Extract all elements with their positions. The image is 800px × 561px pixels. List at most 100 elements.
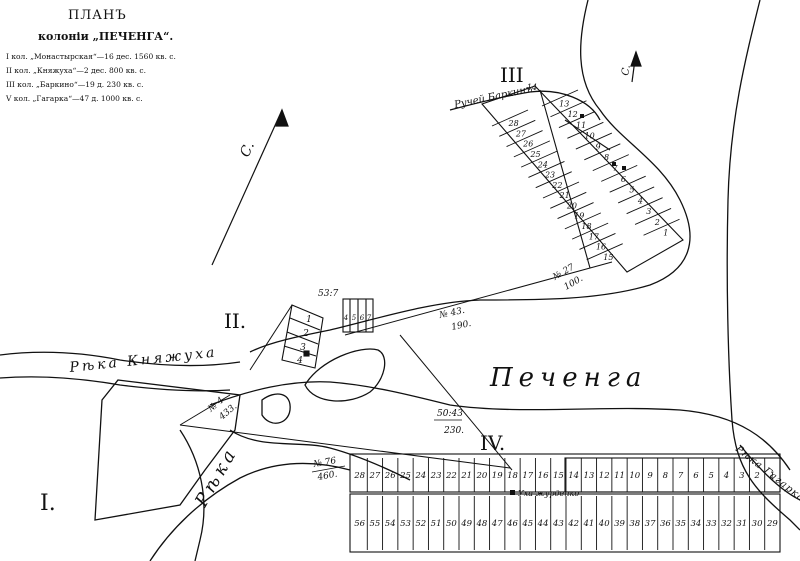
colony-III-right-plot-number: 8: [604, 153, 609, 162]
colony-IV-lower-plot-number: 48: [476, 519, 488, 529]
colony-IV-upper-plot-number: 18: [507, 471, 518, 481]
colony-IV-lower-plot-number: 29: [766, 519, 778, 529]
colony-III-left-plot-number: 17: [589, 232, 600, 241]
colony-IV-upper-plot-number: 4: [723, 471, 729, 481]
colony-II-block-number: 5: [352, 314, 357, 322]
colony-III-left-divider: [535, 171, 572, 189]
colony-III-left-divider: [513, 140, 551, 158]
legend-row-2: II кол. „Княжуха“—2 дес. 800 кв. с.: [6, 66, 146, 75]
colony-IV-upper-plot-number: 25: [399, 471, 411, 481]
colony-III-left-plot-number: 25: [529, 150, 540, 159]
colony-IV-lower-plot-number: 38: [629, 519, 640, 529]
colony-IV-lower-plot-number: 44: [537, 519, 549, 529]
colony-IV-lower-plot-number: 41: [583, 519, 595, 529]
colony-IV-lower-plot-number: 35: [675, 519, 686, 529]
colony-III-left-divider: [542, 181, 580, 199]
reka-bank-south: [149, 462, 351, 561]
pechenga-label: Печенга: [489, 363, 647, 393]
colony-IV-lower-plot-number: 56: [354, 519, 365, 529]
reka-bank-west: [179, 429, 205, 561]
colony-IV-upper-plot-number: 14: [568, 471, 579, 481]
colony-IV-lower-plot-number: 39: [614, 519, 625, 529]
colony-III-right-divider: [617, 186, 655, 204]
colony-III-right-plot-number: 1: [663, 229, 668, 238]
survey-line-a: [179, 424, 511, 469]
colony-III: [481, 85, 684, 273]
reka-label: Рѣка: [191, 443, 242, 511]
colony-IV-lower-plot-number: 54: [385, 519, 396, 529]
colony-III-left-divider: [506, 130, 543, 147]
colony-III-left-divider: [564, 212, 602, 230]
legend-row-1: I кол. „Монастырская“—16 дес. 1560 кв. с…: [6, 52, 176, 61]
river-bank-north: [249, 0, 691, 353]
colony-III-right-divider: [550, 100, 587, 118]
colony-IV-lower-block: [349, 493, 781, 553]
colony-IV-upper-plot-number: 1: [770, 471, 775, 481]
colony-IV-upper-plot-number: 13: [584, 471, 595, 481]
colony-IV-lower-plot-number: 43: [552, 519, 564, 529]
north-arrow-head: [275, 108, 289, 127]
colony-III-left-divider: [579, 233, 616, 250]
colony-IV-upper-plot-number: 23: [430, 471, 442, 481]
islet-left: [261, 393, 291, 424]
colony-III-left-divider: [491, 109, 529, 127]
colony-II-plot-number: 1: [306, 315, 312, 325]
colony-III-left-divider: [557, 202, 594, 219]
colony-III-right-divider: [634, 208, 672, 225]
colony-III-right-plot-number: 9: [596, 142, 601, 151]
gagarka-bank: [739, 444, 800, 501]
colony-III-left-divider: [550, 191, 587, 209]
island: [304, 348, 386, 402]
colony-IV-upper-plot-number: 2: [753, 471, 759, 481]
colony-III-right-divider: [575, 132, 613, 150]
colony-III-left-divider: [586, 243, 623, 261]
north-label-left: С.: [237, 139, 258, 160]
colony-IV-lower-plot-number: 53: [400, 519, 411, 529]
colony-III-right-divider: [609, 175, 646, 193]
colony-III-right-plot-number: 11: [576, 121, 586, 130]
colony-III-right-divider: [567, 121, 604, 139]
colony-IV-upper-plot-number: 24: [414, 471, 426, 481]
colony-III-right-plot-number: 10: [585, 132, 595, 141]
colony-IV-upper-plot-number: 11: [614, 471, 625, 481]
colony-IV-lower-plot-number: 33: [706, 519, 717, 529]
colony-IV-upper-plot-number: 10: [629, 471, 640, 481]
barkino-stream-label: Ручей Баркинъ: [452, 84, 534, 112]
colony-IV-upper-plot-number: 20: [476, 471, 488, 481]
colony-IV-upper-plot-number: 15: [553, 471, 564, 481]
colony-III-label: III: [500, 63, 524, 87]
colony-III-left-plot-number: 16: [596, 243, 606, 252]
colony-II-block-number: 6: [360, 314, 365, 322]
colony-IV-upper-plot-number: 19: [492, 471, 503, 481]
measure-76b: 460.: [316, 470, 339, 484]
north-label-right: С.: [620, 64, 633, 77]
colony-III-left-divider: [571, 222, 609, 240]
reka-bank-east: [229, 429, 411, 481]
colony-II-house: [303, 350, 310, 357]
colony-IV-lower-plot-number: 36: [660, 519, 671, 529]
colony-IV-lower-plot-number: 30: [752, 519, 763, 529]
colony-IV-house: [510, 490, 515, 495]
colony-IV-upper-right: [564, 457, 781, 493]
river-bank-south: [209, 381, 791, 471]
barkino-stream: [449, 90, 601, 121]
map-subtitle: колоніи „ПЕЧЕНГА“.: [38, 30, 174, 43]
colony-IV-upper-plot-number: 6: [693, 471, 699, 481]
colony-I-label: I.: [40, 491, 56, 516]
colony-III-parcel: [481, 85, 684, 273]
map-title: ПЛАНЪ: [68, 8, 127, 23]
colony-II-block-number: 4: [343, 314, 348, 322]
colony-III-right-divider: [541, 89, 579, 107]
colony-IV-upper-plot-number: 5: [709, 471, 714, 481]
colony-IV-upper-plot-number: 17: [522, 471, 533, 481]
colony-III-right-divider: [626, 197, 663, 215]
measure-43b: 50:43: [437, 409, 463, 419]
colony-IV-lower-plot-number: 50: [446, 519, 457, 529]
knyazhukha-bank-upper: [0, 351, 241, 367]
colony-III-right-divider: [601, 164, 638, 182]
colony-I-parcel: [94, 379, 241, 521]
